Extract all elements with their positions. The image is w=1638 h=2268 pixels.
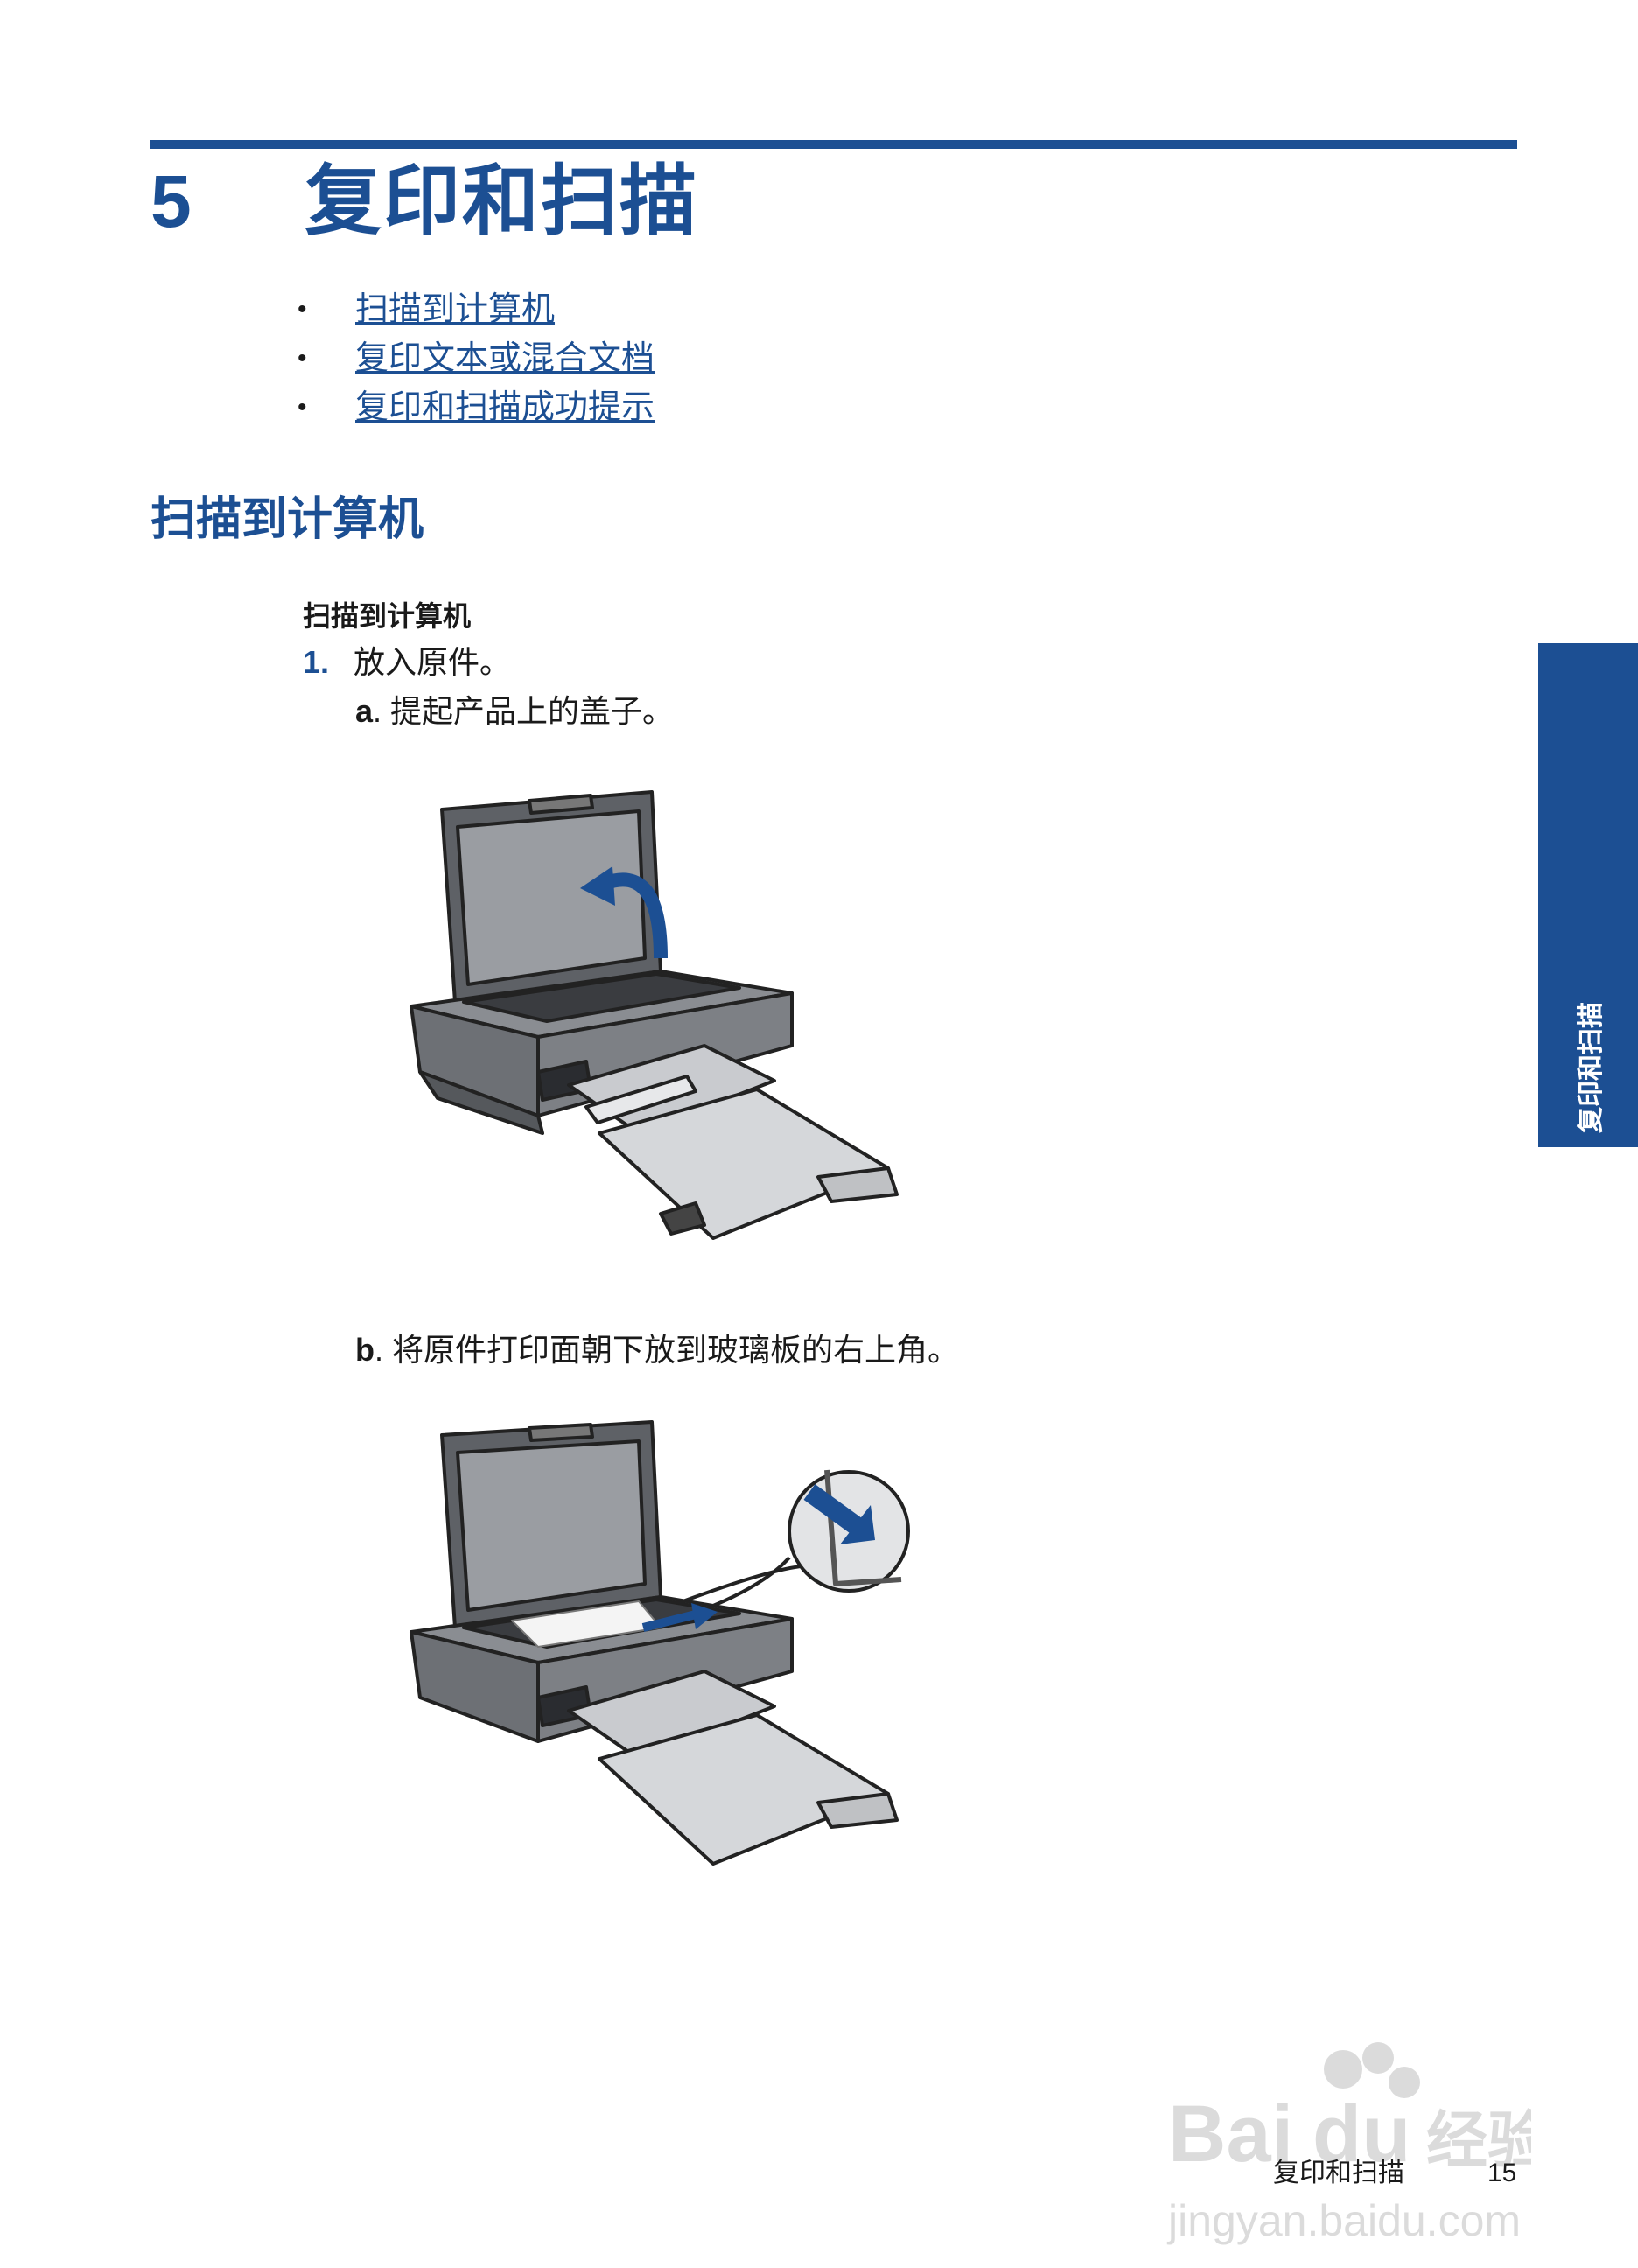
substep-text: . 提起产品上的盖子。 <box>373 693 675 729</box>
baidu-jingyan-watermark: Bai du 经验 jingyan.baidu.com <box>1166 2042 1531 2245</box>
toc-link-copy-documents[interactable]: 复印文本或混合文档 <box>355 340 655 377</box>
footer-chapter-title: 复印和扫描 <box>1273 2159 1404 2188</box>
printer-lid-lift-illustration <box>410 790 899 1240</box>
chapter-number: 5 <box>150 160 192 242</box>
step-number: 1. <box>303 644 330 680</box>
svg-text:du: du <box>1312 2090 1410 2179</box>
page-number: 15 <box>1488 2159 1517 2188</box>
bullet: • <box>298 344 307 373</box>
printer-place-original-illustration <box>410 1420 910 1866</box>
substep-letter: a <box>355 693 374 729</box>
svg-text:jingyan.baidu.com: jingyan.baidu.com <box>1166 2196 1521 2245</box>
toc-link-copy-scan-tips[interactable]: 复印和扫描成功提示 <box>355 389 655 426</box>
step-text: 放入原件。 <box>354 644 512 680</box>
bullet: • <box>298 295 307 324</box>
substep-letter: b <box>355 1332 374 1368</box>
svg-text:Bai: Bai <box>1168 2090 1293 2179</box>
side-tab-label: 复印和扫描 <box>1577 1002 1606 1133</box>
svg-text:经验: 经验 <box>1426 2104 1531 2176</box>
toc-link-scan-to-computer[interactable]: 扫描到计算机 <box>355 291 556 328</box>
procedure-title: 扫描到计算机 <box>303 600 472 632</box>
substep-a: a. 提起产品上的盖子。 <box>355 690 674 733</box>
step-1: 1. 放入原件。 <box>303 640 511 684</box>
chapter-side-tab: 复印和扫描 <box>1538 643 1638 1147</box>
chapter-rule <box>150 140 1517 149</box>
section-heading: 扫描到计算机 <box>150 494 424 545</box>
substep-text: . 将原件打印面朝下放到玻璃板的右上角。 <box>374 1332 960 1368</box>
chapter-title: 复印和扫描 <box>304 158 699 244</box>
bullet: • <box>298 393 307 422</box>
substep-b: b. 将原件打印面朝下放到玻璃板的右上角。 <box>355 1328 959 1372</box>
